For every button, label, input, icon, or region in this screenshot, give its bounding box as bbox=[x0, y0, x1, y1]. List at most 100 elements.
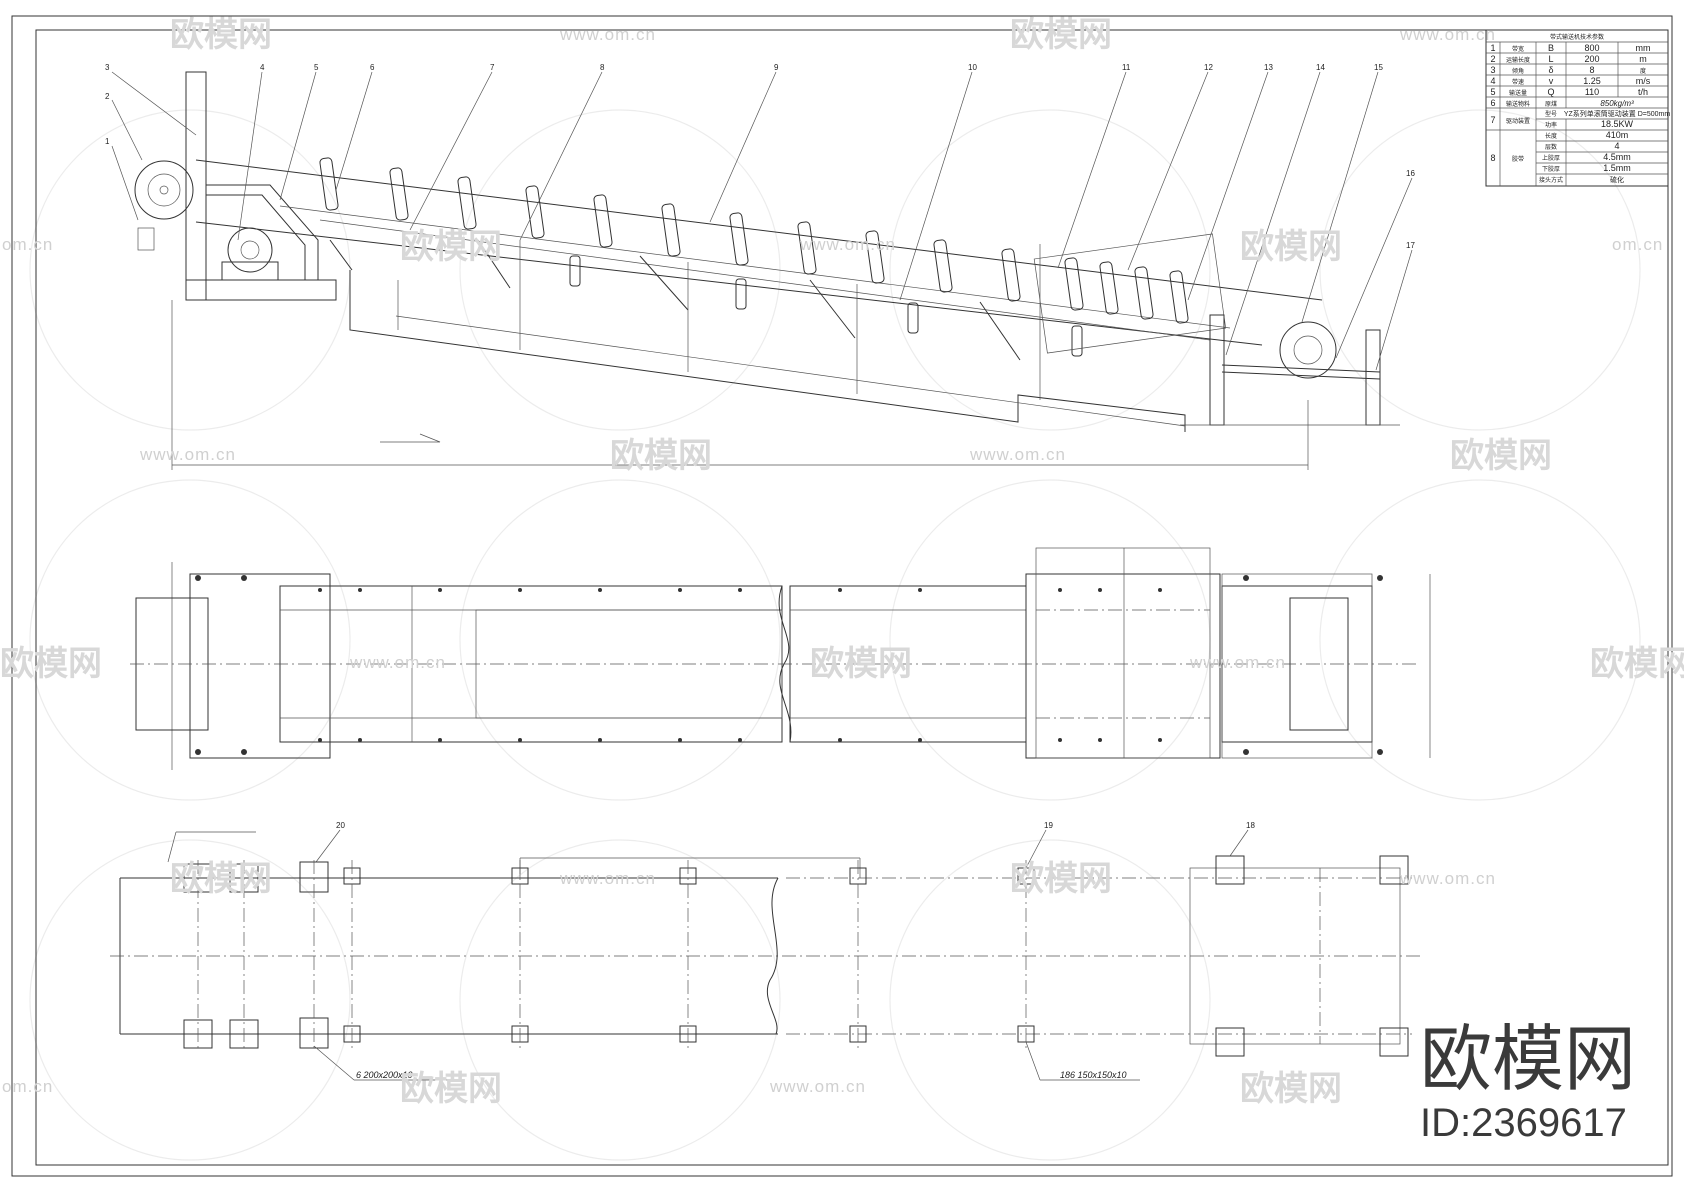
callout-12: 12 bbox=[1204, 63, 1213, 72]
callout-11: 11 bbox=[1122, 63, 1131, 72]
callout-14: 14 bbox=[1316, 63, 1325, 72]
row2-sym: L bbox=[1548, 54, 1553, 64]
row8-sub4: 下胶厚 bbox=[1542, 165, 1560, 173]
parameter-table: 带式输送机技术参数 1 带宽 B 800 mm 2 bbox=[1485, 29, 1671, 187]
watermark-url: om.cn bbox=[1612, 235, 1663, 254]
row4-unit: m/s bbox=[1636, 76, 1651, 86]
row7-name: 驱动装置 bbox=[1506, 117, 1530, 125]
watermark-brand: 欧模网 bbox=[170, 16, 272, 54]
watermark-brand: 欧模网 bbox=[400, 1070, 502, 1108]
watermark-url: www.om.cn bbox=[969, 445, 1066, 464]
row1-sym: B bbox=[1548, 43, 1554, 53]
callout-8: 8 bbox=[600, 63, 605, 72]
row1-name: 带宽 bbox=[1512, 45, 1524, 53]
outer-frame bbox=[11, 15, 1673, 1177]
callout-19: 19 bbox=[1044, 821, 1053, 830]
row8-sub2: 层数 bbox=[1545, 143, 1557, 151]
watermark-url: www.om.cn bbox=[1189, 653, 1286, 672]
row4-val: 1.25 bbox=[1583, 76, 1601, 86]
watermark-brand: 欧模网 bbox=[170, 860, 272, 898]
watermark-brand: 欧模网 bbox=[400, 228, 502, 266]
row1-val: 800 bbox=[1584, 43, 1599, 53]
watermark-circles bbox=[29, 109, 1641, 1161]
row3-name: 倾角 bbox=[1512, 67, 1524, 75]
callout-15: 15 bbox=[1374, 63, 1383, 72]
row8-val4: 1.5mm bbox=[1603, 163, 1631, 173]
row6-val: 850kg/m³ bbox=[1600, 99, 1634, 108]
watermark-brand: 欧模网 bbox=[1010, 16, 1112, 54]
row1-no: 1 bbox=[1490, 43, 1495, 53]
row3-sym: δ bbox=[1548, 65, 1553, 75]
row5-sym: Q bbox=[1547, 87, 1554, 97]
foundation-plan: 20 19 18 6 200x200x10 186 150x150x10 bbox=[110, 821, 1420, 1081]
row7-no: 7 bbox=[1490, 115, 1495, 125]
table-title: 带式输送机技术参数 bbox=[1550, 33, 1604, 41]
row2-name: 运输长度 bbox=[1506, 56, 1530, 64]
row7b-val: 18.5KW bbox=[1601, 119, 1634, 129]
pad-note-left: 6 200x200x10 bbox=[356, 1070, 413, 1080]
row3-unit: 度 bbox=[1640, 67, 1646, 75]
watermarks: 欧模网 欧模网 www.om.cn www.om.cn om.cn www.om… bbox=[0, 16, 1684, 1108]
row8-val3: 4.5mm bbox=[1603, 152, 1631, 162]
watermark-brand: 欧模网 bbox=[1240, 1070, 1342, 1108]
row5-name: 输送量 bbox=[1509, 89, 1527, 97]
row8-sub3: 上胶厚 bbox=[1542, 154, 1560, 162]
callout-1: 1 bbox=[105, 137, 110, 146]
callout-18: 18 bbox=[1246, 821, 1255, 830]
row5-unit: t/h bbox=[1638, 87, 1648, 97]
watermark-brand: 欧模网 bbox=[610, 437, 712, 475]
row4-no: 4 bbox=[1490, 76, 1495, 86]
row2-no: 2 bbox=[1490, 54, 1495, 64]
callout-7: 7 bbox=[490, 63, 495, 72]
row3-val: 8 bbox=[1589, 65, 1594, 75]
row4-name: 带速 bbox=[1512, 78, 1524, 86]
footer-id: ID:2369617 bbox=[1420, 1101, 1627, 1145]
callout-2: 2 bbox=[105, 92, 110, 101]
pad-note-right: 186 150x150x10 bbox=[1060, 1070, 1127, 1080]
callout-16: 16 bbox=[1406, 169, 1415, 178]
callout-6: 6 bbox=[370, 63, 375, 72]
row8-val1: 410m bbox=[1606, 130, 1629, 140]
watermark-url: www.om.cn bbox=[769, 1077, 866, 1096]
row6-name: 输送物料 bbox=[1506, 100, 1530, 108]
row8-sub5: 接头方式 bbox=[1539, 176, 1563, 184]
row7-sub: 型号 bbox=[1545, 110, 1557, 118]
callout-9: 9 bbox=[774, 63, 779, 72]
watermark-url: www.om.cn bbox=[349, 653, 446, 672]
row8-name: 胶带 bbox=[1512, 155, 1524, 163]
watermark-brand: 欧模网 bbox=[810, 645, 912, 683]
callout-20: 20 bbox=[336, 821, 345, 830]
watermark-url: www.om.cn bbox=[1399, 25, 1496, 44]
callout-17: 17 bbox=[1406, 241, 1415, 250]
row7b-sub: 功率 bbox=[1545, 121, 1557, 129]
watermark-url: www.om.cn bbox=[559, 25, 656, 44]
row4-sym: v bbox=[1549, 76, 1554, 86]
watermark-url: www.om.cn bbox=[1399, 869, 1496, 888]
watermark-brand: 欧模网 bbox=[1590, 645, 1684, 683]
watermark-url: www.om.cn bbox=[799, 235, 896, 254]
carrying-idlers bbox=[319, 157, 1189, 324]
row5-val: 110 bbox=[1585, 87, 1599, 97]
watermark-url: www.om.cn bbox=[139, 445, 236, 464]
return-idlers bbox=[329, 239, 1083, 361]
watermark-brand: 欧模网 bbox=[1240, 228, 1342, 266]
row8-no: 8 bbox=[1490, 153, 1495, 163]
callout-3: 3 bbox=[105, 63, 110, 72]
row5-no: 5 bbox=[1490, 87, 1495, 97]
row7-val: YZ系列单滚筒驱动装置 D=500mm bbox=[1564, 109, 1671, 118]
row6-sym: 原煤 bbox=[1545, 100, 1557, 108]
row6-no: 6 bbox=[1490, 98, 1495, 108]
watermark-url: om.cn bbox=[2, 1077, 53, 1096]
callout-4: 4 bbox=[260, 63, 265, 72]
row8-val2: 4 bbox=[1614, 141, 1619, 151]
footer-brand: 欧模网 bbox=[1420, 1020, 1636, 1100]
row3-no: 3 bbox=[1490, 65, 1495, 75]
watermark-url: www.om.cn bbox=[559, 869, 656, 888]
elevation-view: 1 2 3 4 5 6 7 8 9 10 11 12 13 14 15 16 1… bbox=[105, 63, 1415, 470]
watermark-url: om.cn bbox=[2, 235, 53, 254]
row2-val: 200 bbox=[1584, 54, 1599, 64]
row8-val5: 硫化 bbox=[1610, 175, 1624, 184]
row8-sub1: 长度 bbox=[1545, 132, 1557, 140]
row2-unit: m bbox=[1639, 54, 1647, 64]
